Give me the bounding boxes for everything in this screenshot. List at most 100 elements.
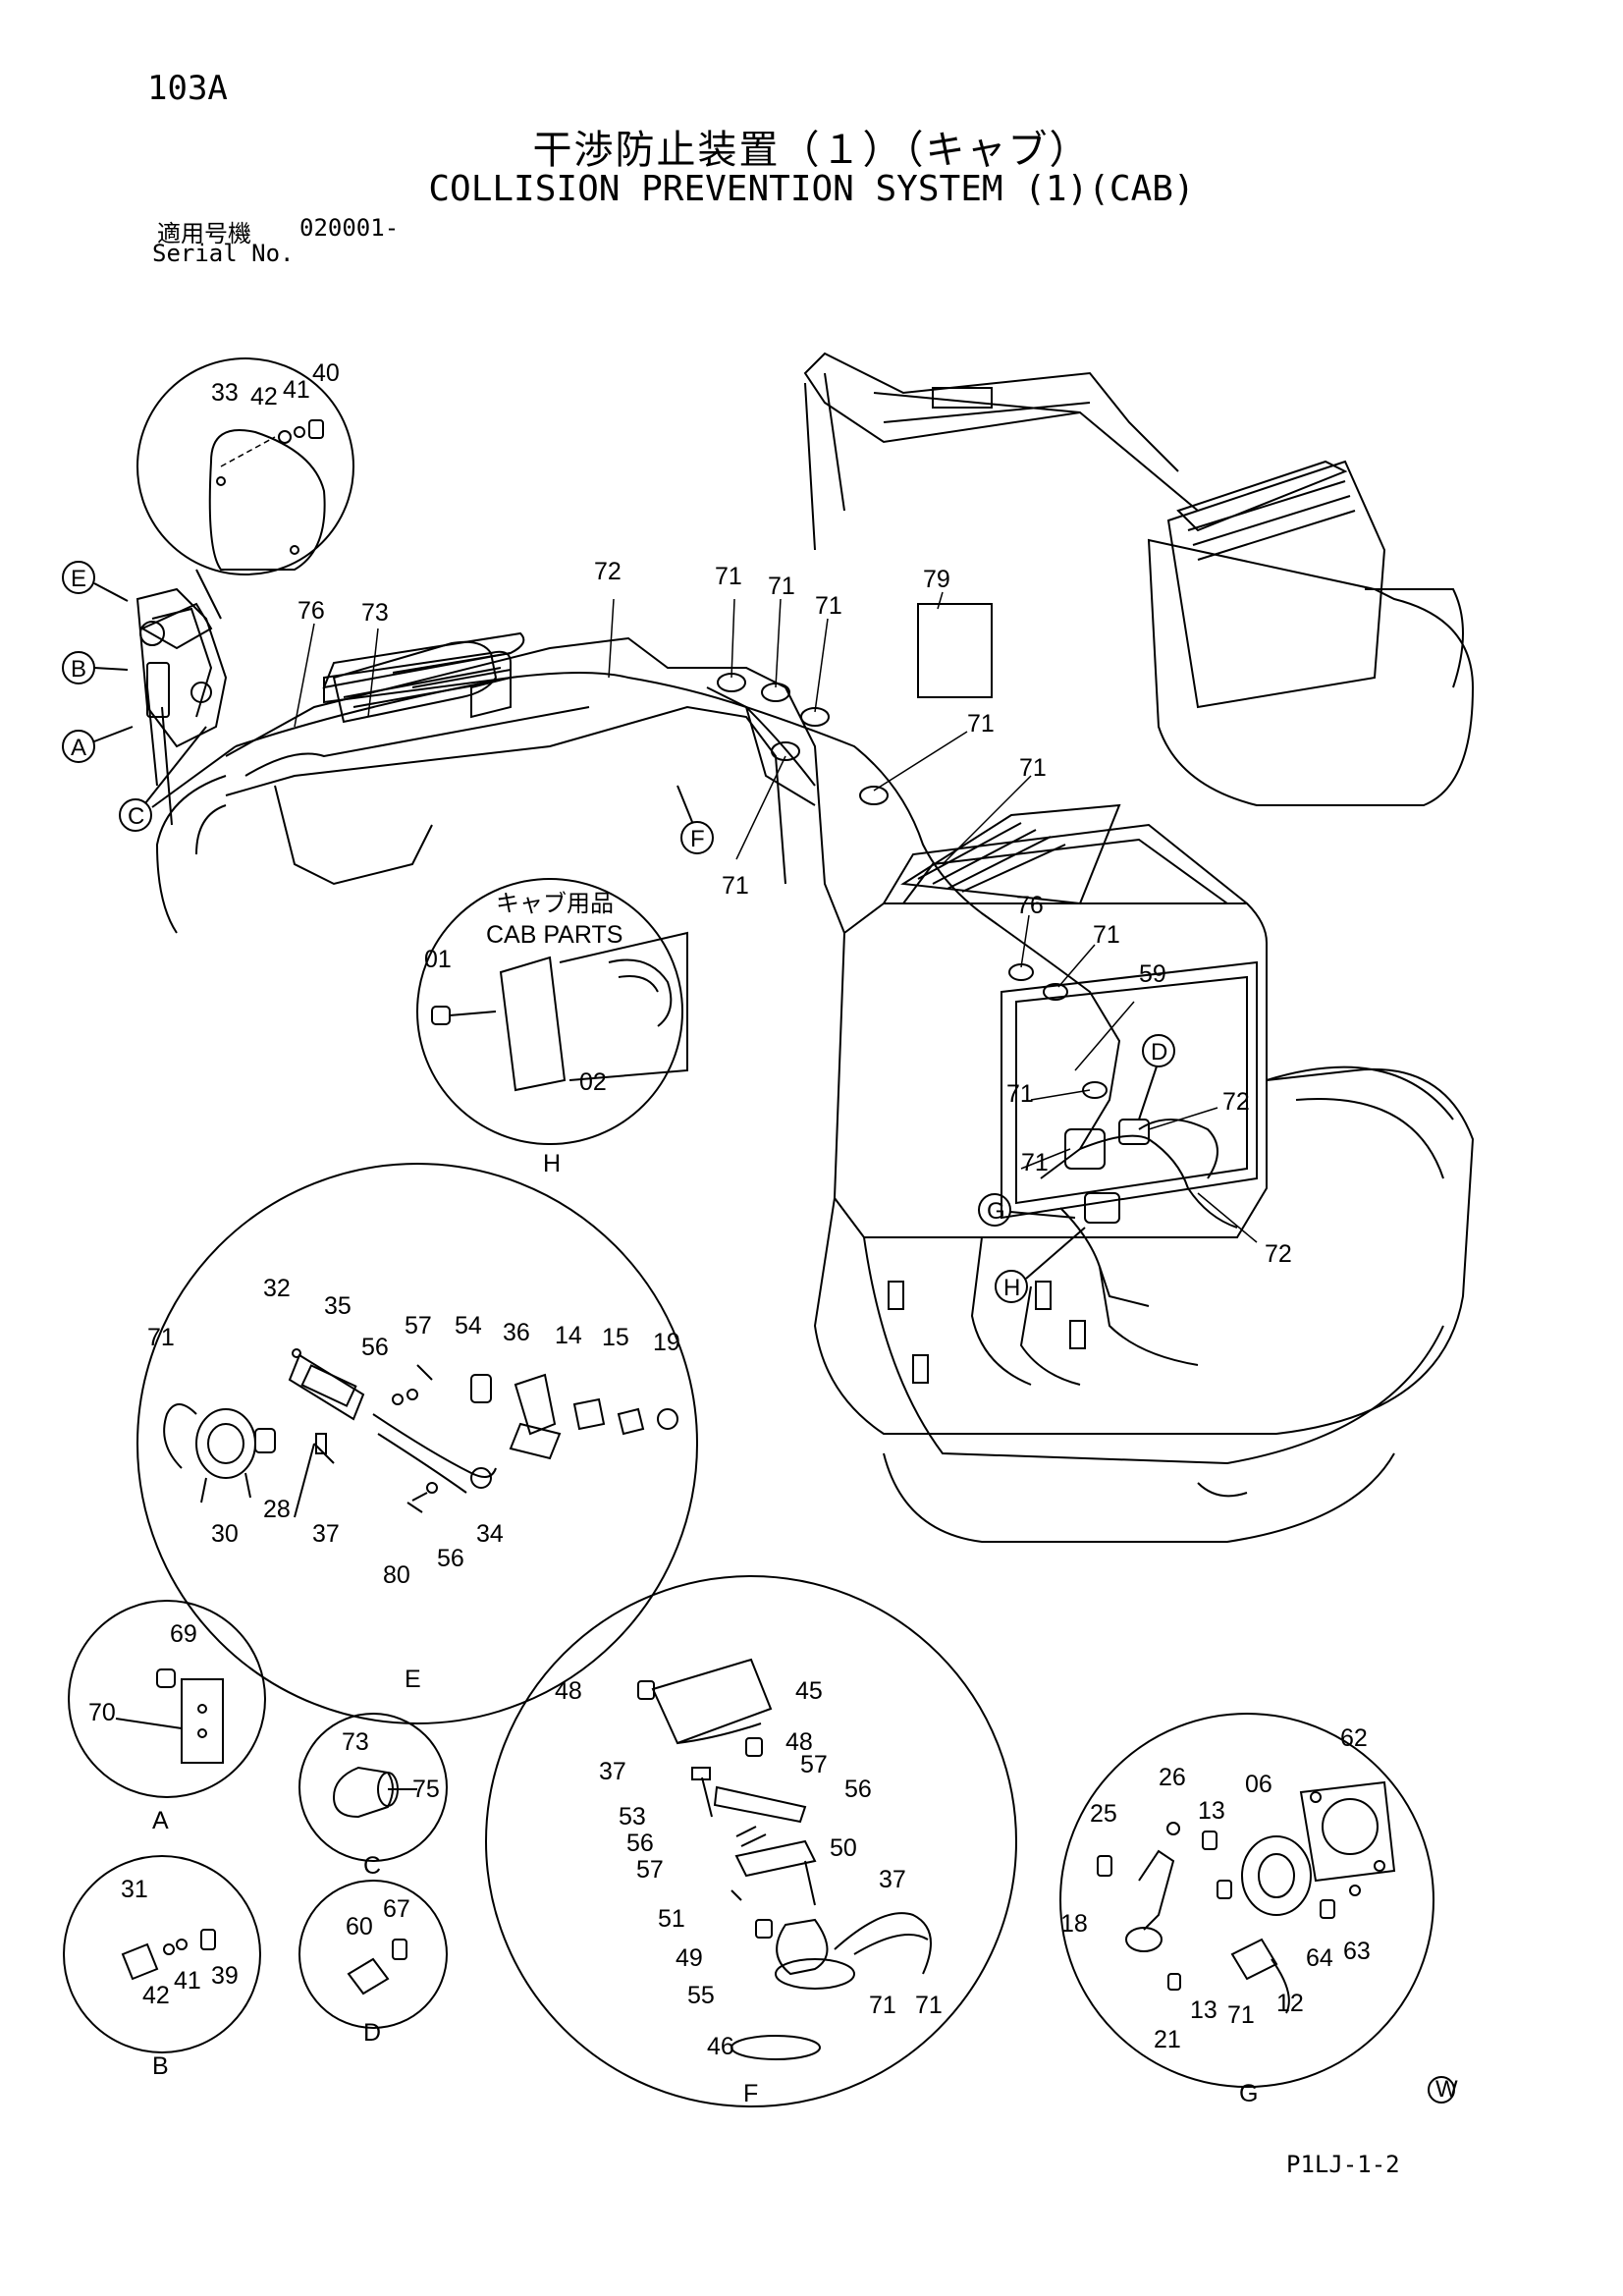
part-label: 71	[815, 592, 842, 620]
part-label: 51	[658, 1905, 685, 1933]
w-mark-circle	[1428, 2076, 1455, 2104]
detail-cover-plate	[136, 357, 354, 620]
title-english: COLLISION PREVENTION SYSTEM (1)(CAB)	[428, 169, 1195, 209]
part-label: 71	[869, 1992, 896, 2019]
part-label: 41	[174, 1967, 201, 1995]
part-label: 14	[555, 1322, 582, 1349]
view-ref-h: H	[1003, 1275, 1020, 1301]
part-label: 13	[1198, 1797, 1225, 1825]
drawing-code: P1LJ-1-2	[1286, 2151, 1400, 2178]
part-label: 48	[555, 1677, 582, 1705]
detail-g	[1059, 1713, 1434, 2088]
part-label: 42	[250, 383, 278, 410]
part-label: 72	[594, 558, 622, 585]
excavator-drawing	[135, 352, 1475, 1543]
detail-label-g: G	[1239, 2080, 1258, 2107]
part-label: 76	[298, 597, 325, 625]
detail-label-b: B	[152, 2052, 169, 2080]
part-label: 71	[915, 1992, 943, 2019]
part-label: 06	[1245, 1771, 1272, 1798]
view-ref-g: G	[987, 1198, 1005, 1225]
page-number: 103A	[147, 69, 228, 108]
part-label: 30	[211, 1520, 239, 1548]
part-label: 45	[795, 1677, 823, 1705]
view-ref-e: E	[71, 566, 86, 592]
part-label: 62	[1340, 1724, 1368, 1752]
detail-label-a: A	[152, 1807, 169, 1834]
part-label: 71	[1006, 1080, 1034, 1108]
cab-parts-title-jp: キャブ用品	[496, 890, 614, 917]
part-label: 32	[263, 1275, 291, 1302]
part-label: 48	[785, 1728, 813, 1756]
part-label: 70	[88, 1699, 116, 1726]
part-label: 73	[342, 1728, 369, 1756]
part-label: 21	[1154, 2026, 1181, 2053]
part-label: 13	[1190, 1996, 1217, 2024]
part-label: 26	[1159, 1764, 1186, 1791]
part-label: 73	[361, 599, 389, 627]
detail-c	[298, 1713, 448, 1862]
part-label: 64	[1306, 1944, 1333, 1972]
part-label: 72	[1222, 1088, 1250, 1116]
serial-label-jp: 適用号機	[157, 220, 251, 247]
detail-label-d: D	[363, 2019, 381, 2047]
part-label: 41	[283, 376, 310, 404]
part-label: 46	[707, 2033, 734, 2060]
part-label: 35	[324, 1292, 352, 1320]
part-label: 28	[263, 1496, 291, 1523]
part-label: 57	[800, 1751, 828, 1778]
part-label: 71	[768, 573, 795, 600]
view-ref-a: A	[71, 735, 86, 761]
detail-h-cab-parts	[416, 878, 688, 1145]
part-label: 71	[722, 872, 749, 900]
part-label: 12	[1276, 1990, 1304, 2017]
part-label: 18	[1060, 1910, 1088, 1938]
part-label: 39	[211, 1962, 239, 1990]
part-label: 71	[967, 710, 995, 738]
part-label: 53	[619, 1803, 646, 1831]
part-label: 54	[455, 1312, 482, 1339]
detail-a	[68, 1600, 266, 1798]
view-ref-d: D	[1151, 1039, 1167, 1066]
detail-label-e: E	[405, 1666, 421, 1693]
part-label: 59	[1139, 960, 1166, 988]
part-label: 56	[844, 1776, 872, 1803]
view-ref-c: C	[128, 803, 144, 830]
part-label: 02	[579, 1068, 607, 1096]
detail-d	[298, 1880, 448, 2029]
detail-b	[63, 1855, 261, 2053]
part-label: 19	[653, 1329, 680, 1356]
cab-parts-title-en: CAB PARTS	[486, 921, 622, 949]
view-ref-b: B	[71, 656, 86, 683]
part-label: 56	[361, 1334, 389, 1361]
part-label: 71	[1227, 2001, 1255, 2029]
serial-value: 020001-	[299, 214, 400, 242]
part-label: 60	[346, 1913, 373, 1941]
part-label: 71	[147, 1324, 175, 1351]
detail-label-c: C	[363, 1852, 381, 1880]
part-label: 56	[626, 1830, 654, 1857]
part-label: 56	[437, 1545, 464, 1572]
part-label: 49	[676, 1944, 703, 1972]
part-label: 33	[211, 379, 239, 407]
view-ref-f: F	[690, 826, 705, 852]
part-label: 40	[312, 359, 340, 387]
part-label: 42	[142, 1982, 170, 2009]
part-label: 71	[1021, 1149, 1049, 1176]
part-label: 80	[383, 1561, 410, 1589]
part-label: 67	[383, 1895, 410, 1923]
part-label: 15	[602, 1324, 629, 1351]
detail-label-h: H	[543, 1150, 561, 1177]
view-reference-markers	[62, 561, 1175, 1303]
part-label: 55	[687, 1982, 715, 2009]
detail-label-f: F	[743, 2080, 758, 2107]
part-label: 34	[476, 1520, 504, 1548]
main-view-leaders	[294, 591, 1258, 1243]
part-label: 75	[412, 1776, 440, 1803]
serial-label-en: Serial No.	[152, 240, 295, 267]
part-label: 37	[312, 1520, 340, 1548]
part-label: 57	[405, 1312, 432, 1339]
detail-f	[485, 1575, 1017, 2107]
part-label: 25	[1090, 1800, 1117, 1828]
